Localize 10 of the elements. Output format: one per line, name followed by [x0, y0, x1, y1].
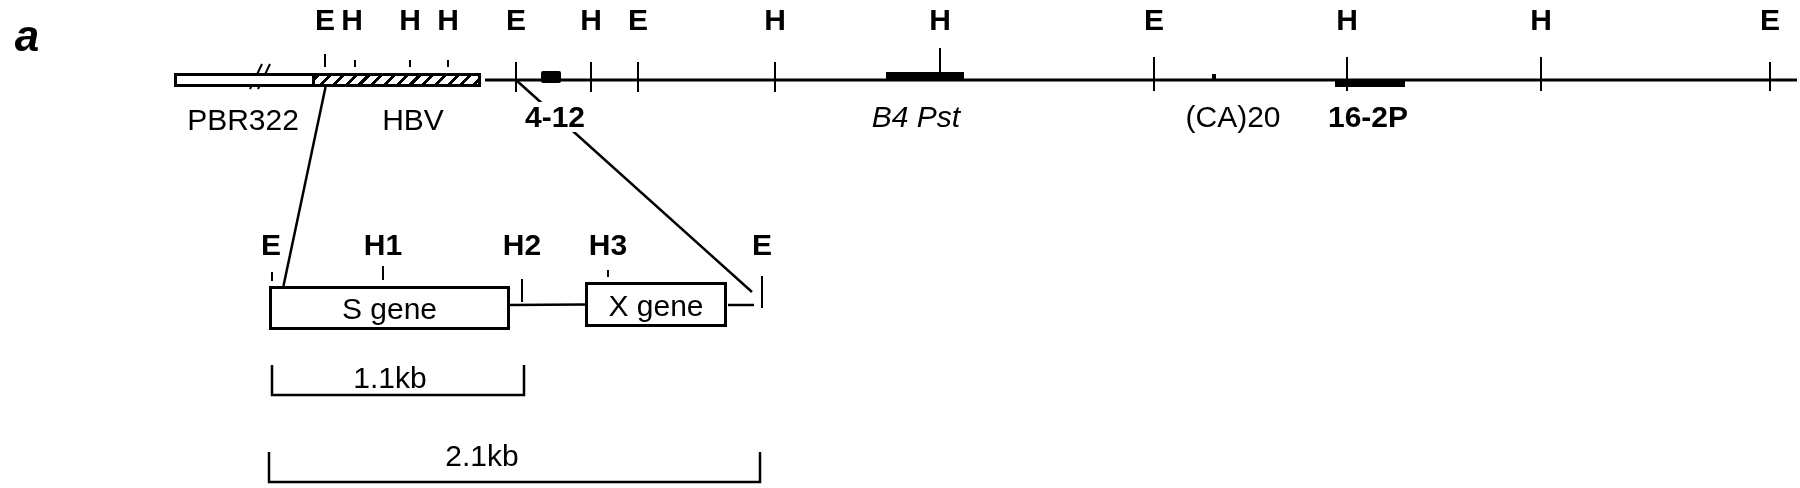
gene-label: X gene — [608, 291, 704, 321]
dna-line — [510, 303, 585, 307]
zoom-line — [282, 86, 327, 287]
gene-box — [585, 282, 727, 327]
gene-label: S gene — [341, 294, 438, 324]
segment-label: PBR322 — [187, 105, 299, 135]
gene-box — [269, 286, 510, 330]
repeat-label: (CA)20 — [1184, 102, 1282, 132]
segment-label: HBV — [382, 105, 444, 135]
probe-label: 4-12 — [524, 102, 586, 132]
